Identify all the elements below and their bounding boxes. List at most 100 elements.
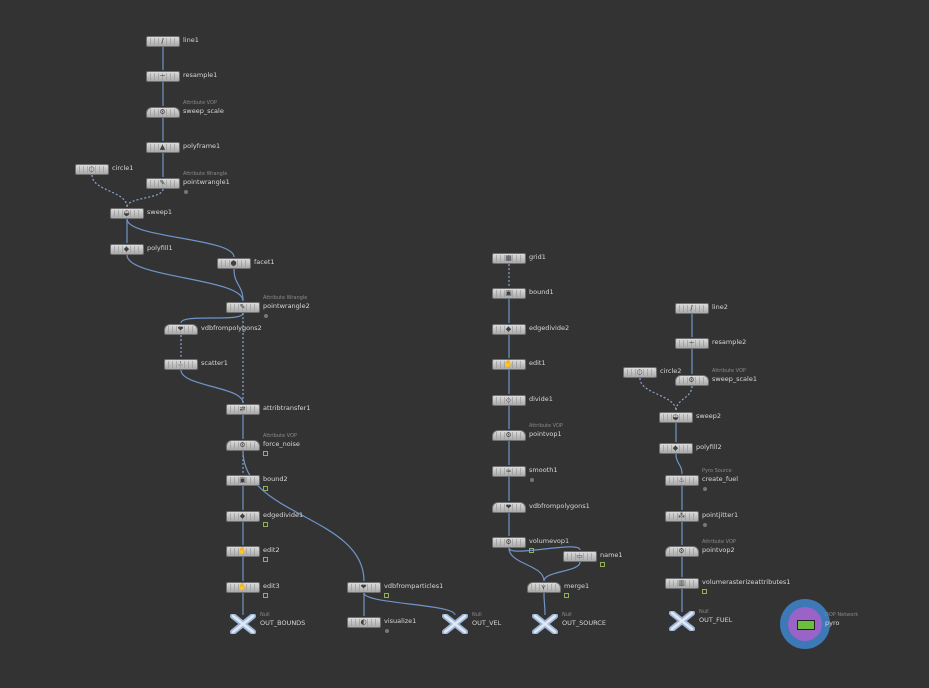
node-body[interactable]: ⚙	[146, 107, 180, 118]
node-flags[interactable]	[221, 260, 247, 267]
node-body[interactable]: ~	[675, 338, 709, 349]
node-body[interactable]: ≈	[492, 466, 526, 477]
node-body[interactable]: ♨	[665, 475, 699, 486]
node-body[interactable]: ⚙	[665, 546, 699, 557]
node-body[interactable]: ✎	[146, 178, 180, 189]
node-flags[interactable]	[150, 144, 176, 151]
node-flags[interactable]	[669, 548, 695, 555]
node-body[interactable]: ▭	[563, 551, 597, 562]
node-flags[interactable]	[230, 548, 256, 555]
node-body[interactable]: ❤	[164, 324, 198, 335]
wire-volumevop1-merge1[interactable]	[508, 547, 545, 582]
node-body[interactable]: ○	[623, 367, 657, 378]
node-body[interactable]: /	[146, 36, 180, 47]
node-flags[interactable]	[669, 580, 695, 587]
node-body[interactable]: ◐	[347, 617, 381, 628]
pyro-network-node[interactable]: DOP Network pyro	[780, 599, 858, 649]
wire-name1-merge1[interactable]	[543, 561, 581, 582]
node-flags[interactable]	[230, 477, 256, 484]
node-flags[interactable]	[351, 619, 377, 626]
wire-pointwrangle1-sweep1[interactable]	[126, 188, 164, 208]
wire-polyfill2-create_fuel[interactable]	[675, 453, 683, 475]
node-body[interactable]: ◆	[110, 244, 144, 255]
node-flags[interactable]	[150, 73, 176, 80]
node-body[interactable]: ⚙	[675, 375, 709, 386]
node-body[interactable]: ⚙	[226, 440, 260, 451]
node-flags[interactable]	[230, 304, 256, 311]
node-flags[interactable]	[496, 468, 522, 475]
node-body[interactable]: ○	[75, 164, 109, 175]
node-body[interactable]: ◒	[110, 208, 144, 219]
node-body[interactable]: ~	[146, 71, 180, 82]
node-body[interactable]: ◇	[492, 395, 526, 406]
node-body[interactable]: ⁂	[665, 511, 699, 522]
node-flags[interactable]	[114, 210, 140, 217]
wire-sweep_scale1-sweep2[interactable]	[675, 385, 693, 412]
node-flags[interactable]	[496, 432, 522, 439]
node-flags[interactable]	[230, 584, 256, 591]
node-flags[interactable]	[669, 477, 695, 484]
node-flags[interactable]	[531, 584, 557, 591]
wire-pointwrangle2-vdbfrompolygons2[interactable]	[180, 312, 244, 324]
node-body[interactable]: ✋	[226, 546, 260, 557]
node-flags[interactable]	[496, 539, 522, 546]
node-flags[interactable]	[663, 445, 689, 452]
node-body[interactable]: ✋	[492, 359, 526, 370]
node-flags[interactable]	[496, 326, 522, 333]
node-flags[interactable]	[496, 504, 522, 511]
node-body[interactable]: ●	[217, 258, 251, 269]
wire-force_noise-vdbfromparticles1[interactable]	[242, 450, 365, 582]
node-flags[interactable]	[230, 406, 256, 413]
node-flags[interactable]	[627, 369, 653, 376]
node-body[interactable]: ▲	[146, 142, 180, 153]
node-flags[interactable]	[496, 255, 522, 262]
node-flags[interactable]	[679, 377, 705, 384]
node-flags[interactable]	[230, 513, 256, 520]
node-body[interactable]: ❤	[492, 502, 526, 513]
node-flags[interactable]	[114, 246, 140, 253]
node-body[interactable]: ▣	[492, 288, 526, 299]
node-flags[interactable]	[496, 361, 522, 368]
node-flags[interactable]	[351, 584, 377, 591]
node-body[interactable]: ⇄	[226, 404, 260, 415]
node-body[interactable]: ❤	[347, 582, 381, 593]
node-flags[interactable]	[168, 361, 194, 368]
node-flags[interactable]	[496, 397, 522, 404]
node-body[interactable]: ⚙	[492, 537, 526, 548]
wire-facet1-pointwrangle2[interactable]	[233, 268, 244, 302]
node-body[interactable]: ▦	[492, 253, 526, 264]
node-flags[interactable]	[150, 180, 176, 187]
node-flags[interactable]	[567, 553, 593, 560]
node-flags[interactable]	[496, 290, 522, 297]
node-flags[interactable]	[663, 414, 689, 421]
node-flags[interactable]	[679, 305, 705, 312]
node-flags[interactable]	[669, 513, 695, 520]
node-body[interactable]: ◆	[226, 511, 260, 522]
node-flags[interactable]	[79, 166, 105, 173]
node-flags[interactable]	[679, 340, 705, 347]
node-body[interactable]: ◆	[659, 443, 693, 454]
wire-circle1-sweep1[interactable]	[91, 174, 128, 208]
node-body[interactable]: ✎	[226, 302, 260, 313]
node-body[interactable]: ✋	[226, 582, 260, 593]
node-flags[interactable]	[230, 442, 256, 449]
node-flags[interactable]	[168, 326, 194, 333]
wire-scatter1-attribtransfer1[interactable]	[180, 369, 244, 404]
node-body[interactable]: ⋎	[527, 582, 561, 593]
node-body[interactable]: ⚙	[492, 430, 526, 441]
node-body[interactable]: ▣	[226, 475, 260, 486]
wire-merge1-OUT_SOURCE[interactable]	[543, 592, 546, 616]
node-body[interactable]: /	[675, 303, 709, 314]
wire-circle2-sweep2[interactable]	[639, 377, 677, 412]
node-body[interactable]: ∴	[164, 359, 198, 370]
node-body[interactable]: ▥	[665, 578, 699, 589]
node-body[interactable]: ◆	[492, 324, 526, 335]
node-flags[interactable]	[150, 109, 176, 116]
node-body[interactable]: ◒	[659, 412, 693, 423]
wire-vdbfromparticles1-OUT_VEL[interactable]	[363, 592, 456, 616]
node-flags[interactable]	[150, 38, 176, 45]
